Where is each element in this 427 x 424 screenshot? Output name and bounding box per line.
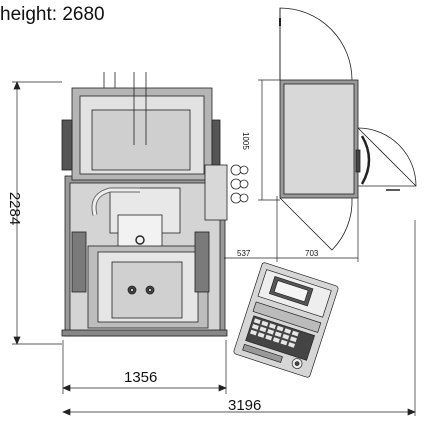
dimension-total-width-label: 3196 xyxy=(228,397,262,414)
machine-top-view xyxy=(61,72,249,337)
control-console xyxy=(233,262,339,378)
height-note: height: 2680 xyxy=(0,4,105,25)
dimension-cabinet-width-label: 1005 xyxy=(241,132,250,150)
dimension-depth-label: 2284 xyxy=(6,191,24,226)
dimension-cabinet-depth-label: 703 xyxy=(305,249,319,258)
dimension-lines xyxy=(12,79,416,416)
cabinet-top-view xyxy=(279,7,417,251)
dimension-gap-label: 537 xyxy=(237,249,251,258)
dimension-machine-width-label: 1356 xyxy=(124,369,158,386)
